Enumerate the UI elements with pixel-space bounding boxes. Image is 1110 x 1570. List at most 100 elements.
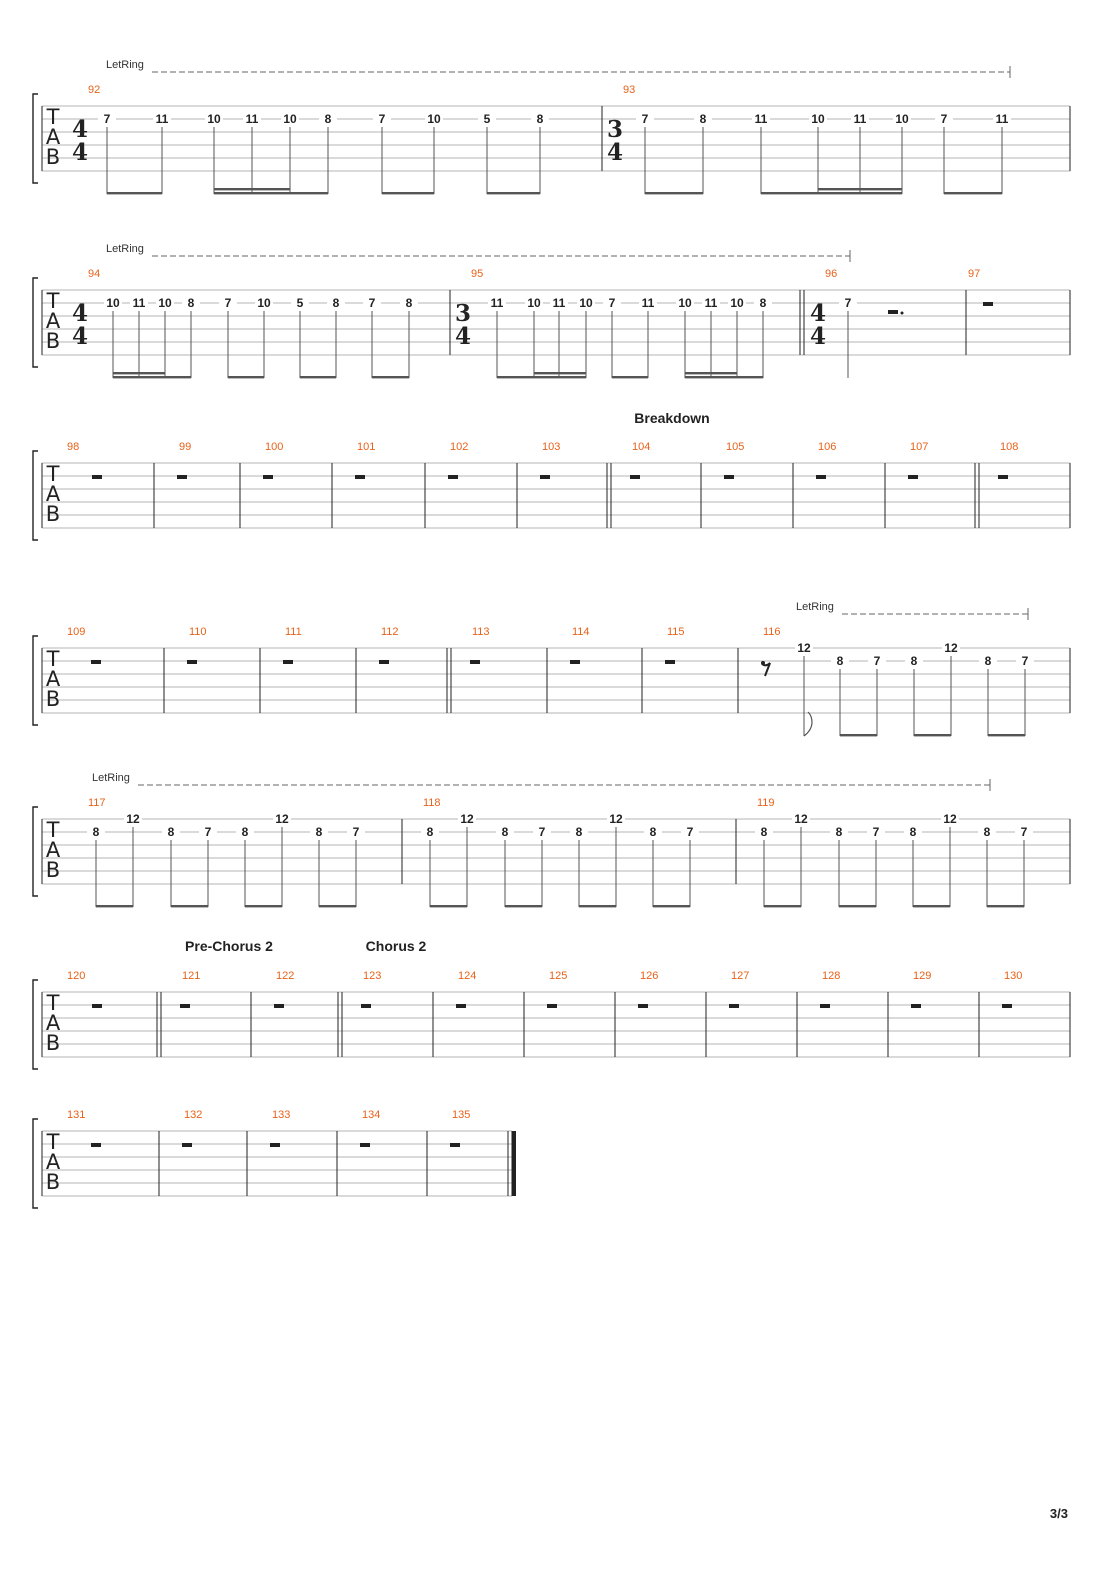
fret-bg [603,297,621,309]
fret-number: 8 [93,825,100,839]
whole-rest [570,660,580,664]
let-ring-label: LetRing [796,601,834,613]
fret-number: 8 [427,825,434,839]
measure-number: 116 [763,626,781,638]
fret-bg [162,826,180,838]
system-bracket [32,806,38,897]
fret-number: 8 [761,825,768,839]
measure-120: 120 [67,970,102,1008]
beam [319,905,356,908]
fret-bg [363,297,381,309]
measure-101: 101 [355,441,375,479]
whole-rest [1002,1004,1012,1008]
fret-bg [1016,655,1034,667]
measure-number: 96 [825,268,837,280]
whole-rest [355,475,365,479]
tab-clef-letter: A [46,482,61,506]
time-signature-bottom: 4 [72,323,88,350]
fret-number: 8 [700,112,707,126]
measure-number: 112 [381,626,399,638]
measure-number: 131 [67,1109,85,1121]
beam [764,905,801,908]
beam [107,192,162,195]
time-signature-top: 3 [607,116,623,143]
fret-number: 8 [985,654,992,668]
fret-bg [425,113,443,125]
time-signature-top: 4 [810,300,826,327]
fret-bg [104,297,122,309]
measure-number: 97 [968,268,980,280]
measure-102: 102 [448,441,468,479]
measure-number: 129 [913,970,931,982]
tab-clef-letter: A [46,1150,61,1174]
tab-clef-letter: A [46,667,61,691]
whole-rest [92,1004,102,1008]
beam [171,905,208,908]
measure-number: 114 [572,626,590,638]
beam [214,188,290,191]
fret-bg [851,113,869,125]
fret-bg [644,826,662,838]
fret-number: 8 [836,825,843,839]
fret-bg [319,113,337,125]
measure-number: 132 [184,1109,202,1121]
beam [487,192,540,195]
measure-103: 103 [540,441,560,479]
measure-number: 100 [265,441,283,453]
whole-rest [92,475,102,479]
fret-number: 7 [1021,825,1028,839]
beam [840,734,877,737]
fret-number: 8 [650,825,657,839]
measure-number: 133 [272,1109,290,1121]
measure-122: 122 [274,970,294,1008]
fret-number: 11 [553,296,566,310]
time-signature-bottom: 4 [607,139,623,166]
measure-number: 104 [632,441,650,453]
fret-number: 7 [874,654,881,668]
fret-bg [792,813,810,825]
fret-bg [205,113,223,125]
fret-number: 8 [168,825,175,839]
fret-number: 7 [104,112,111,126]
fret-number: 11 [996,112,1009,126]
measure-number: 130 [1004,970,1022,982]
fret-number: 8 [911,654,918,668]
measure-number: 122 [276,970,294,982]
fret-number: 7 [379,112,386,126]
beam [505,905,542,908]
tab-clef-letter: B [46,329,60,353]
fret-number: 11 [133,296,146,310]
rest-dot [900,311,904,315]
fret-bg [809,113,827,125]
tab-clef-letter: B [46,502,60,526]
beam [761,192,902,195]
whole-rest [283,660,293,664]
whole-rest [379,660,389,664]
measure-number: 94 [88,268,100,280]
whole-rest [547,1004,557,1008]
fret-number: 12 [943,812,957,826]
fret-bg [941,813,959,825]
measure-number: 124 [458,970,476,982]
fret-number: 11 [755,112,768,126]
fret-bg [156,297,174,309]
fret-bg [421,826,439,838]
measure-number: 125 [549,970,567,982]
fret-bg [755,826,773,838]
measure-135: 135 [450,1109,470,1147]
fret-bg [310,826,328,838]
measure-number: 128 [822,970,840,982]
measure-number: 115 [667,626,685,638]
half-rest [888,310,898,314]
beam [839,905,876,908]
fret-bg [236,826,254,838]
tab-clef-letter: B [46,687,60,711]
fret-bg [754,297,772,309]
